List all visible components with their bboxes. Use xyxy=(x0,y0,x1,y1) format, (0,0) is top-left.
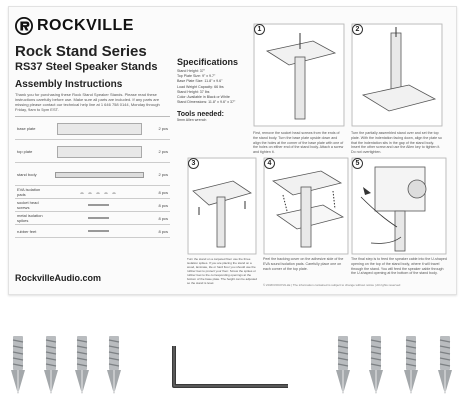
isolation-spike xyxy=(107,336,121,394)
tools-item: 5mm Allen wrench xyxy=(177,118,207,123)
part-name: top plate xyxy=(17,148,33,154)
rubber-feet-illustration xyxy=(47,226,150,236)
parts-row: base plate 2 pcs xyxy=(15,117,170,140)
parts-row: EVA isolation pads 8 pcs xyxy=(15,186,170,199)
step-5-text: The final step is to feed the speaker ca… xyxy=(351,257,447,276)
base-plate-illustration xyxy=(47,119,150,137)
part-qty: 8 pcs xyxy=(158,202,168,208)
part-qty: 2 pcs xyxy=(158,125,168,131)
spec-item: Load Weight Capacity: 66 lbs xyxy=(177,84,224,89)
logo-emblem xyxy=(15,17,33,35)
spec-item: Stand Dimensions: 11.8" x 9.6" x 37" xyxy=(177,100,236,105)
isolation-spike xyxy=(336,336,350,394)
step-3-text: Turn the stand on a carpeted floor use t… xyxy=(187,257,257,285)
specifications-panel: Specifications Stand Height: 37" Top Pla… xyxy=(177,57,257,122)
spikes-illustration xyxy=(47,213,150,223)
step-number: 1 xyxy=(254,24,265,35)
part-qty: 2 pcs xyxy=(158,148,168,154)
part-qty: 2 pcs xyxy=(158,171,168,177)
spec-item: Base Plate Size: 11.8" x 9.6" xyxy=(177,79,223,84)
footer-note: © 2018 ROCKVILLE | The information conta… xyxy=(263,283,401,287)
tools-heading: Tools needed: xyxy=(177,111,224,119)
isolation-spike xyxy=(75,336,89,394)
instruction-sheet: ROCKVILLE Rock Stand Series RS37 Steel S… xyxy=(8,6,457,295)
spec-item: Color: Available in Black or White xyxy=(177,95,230,100)
website-url: RockvilleAudio.com xyxy=(15,273,102,283)
parts-row: rubber feet 8 pcs xyxy=(15,225,170,238)
intro-paragraph: Thank you for purchasing these Rock Stan… xyxy=(15,92,160,112)
spec-item: Stand Height: 37" xyxy=(177,69,206,73)
specifications-heading: Specifications xyxy=(177,57,239,67)
step-number: 3 xyxy=(188,158,199,169)
assembly-column: ROCKVILLE Rock Stand Series RS37 Steel S… xyxy=(15,15,205,285)
isolation-pads-illustration xyxy=(47,187,150,197)
parts-row: socket head screws 8 pcs xyxy=(15,199,170,212)
spec-item: Top Plate Size: 9" x 9.7" xyxy=(177,74,216,79)
step-4-illustration: 4 xyxy=(263,157,349,255)
step-5-illustration: 5 xyxy=(351,157,447,255)
step-1-text: First, remove the socket head screws fro… xyxy=(253,131,344,155)
part-name: rubber feet xyxy=(17,228,37,234)
isolation-spike xyxy=(44,336,58,394)
part-name: stand body xyxy=(17,171,37,177)
brand-logo: ROCKVILLE xyxy=(15,15,205,37)
part-qty: 8 pcs xyxy=(158,215,168,221)
screws-illustration xyxy=(47,200,150,210)
brand-name: ROCKVILLE xyxy=(37,17,134,34)
step-number: 4 xyxy=(264,158,275,169)
spec-item: Stand Height: 37 lbs xyxy=(177,89,210,94)
assembly-heading: Assembly Instructions xyxy=(15,79,123,90)
series-subtitle: RS37 Steel Speaker Stands xyxy=(15,61,158,73)
step-2-illustration: 2 xyxy=(351,23,443,127)
step-number: 2 xyxy=(352,24,363,35)
stand-body-illustration xyxy=(47,165,150,183)
step-2-text: Turn the partially assembled stand over … xyxy=(351,131,442,155)
part-name: socket head screws xyxy=(17,200,39,210)
isolation-spike xyxy=(369,336,383,394)
part-name: EVA isolation pads xyxy=(17,187,41,197)
step-1-illustration: 1 xyxy=(253,23,345,127)
isolation-spike xyxy=(11,336,25,394)
parts-row: metal isolation spikes 8 pcs xyxy=(15,212,170,225)
step-3-illustration: 3 xyxy=(187,157,257,255)
specifications-list: Stand Height: 37" Top Plate Size: 9" x 9… xyxy=(177,69,257,105)
step-4-text: Peel the backing cover on the adhesive s… xyxy=(263,257,344,271)
parts-row: top plate 2 pcs xyxy=(15,140,170,163)
part-qty: 8 pcs xyxy=(158,228,168,234)
top-plate-illustration xyxy=(47,142,150,160)
isolation-spike xyxy=(404,336,418,394)
part-qty: 8 pcs xyxy=(158,189,168,195)
series-title: Rock Stand Series xyxy=(15,43,147,60)
allen-wrench-icon xyxy=(172,346,288,388)
step-number: 5 xyxy=(352,158,363,169)
parts-row: stand body 2 pcs xyxy=(15,163,170,186)
parts-table: base plate 2 pcs top plate 2 pcs stand b… xyxy=(15,116,170,238)
isolation-spike xyxy=(438,336,452,394)
part-name: base plate xyxy=(17,125,36,131)
part-name: metal isolation spikes xyxy=(17,213,43,223)
